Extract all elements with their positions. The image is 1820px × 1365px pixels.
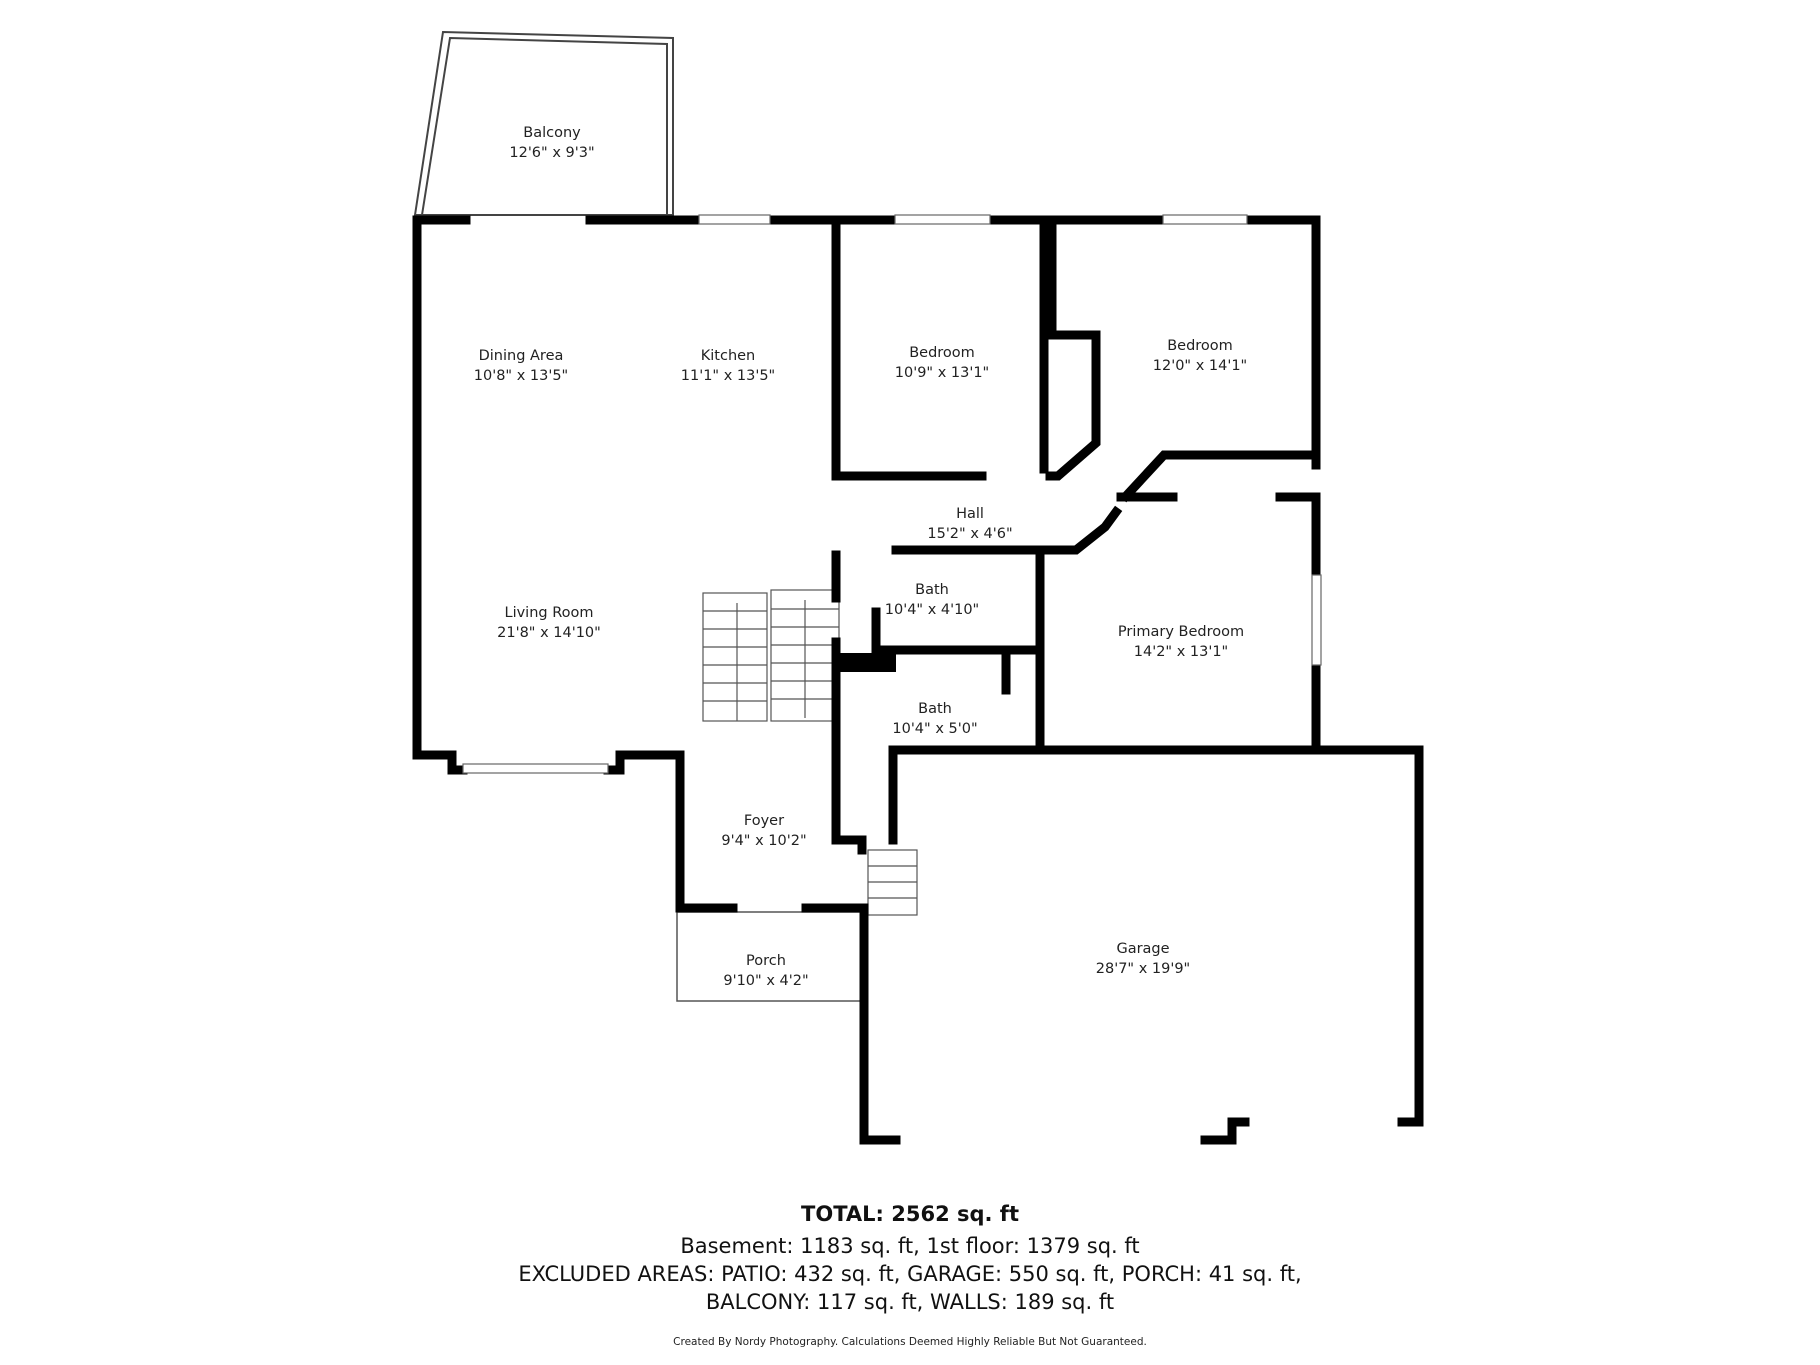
room-dims-primary-bedroom: 14'2" x 13'1" [1134, 644, 1228, 660]
room-dims-living: 21'8" x 14'10" [497, 625, 601, 641]
room-dims-garage: 28'7" x 19'9" [1096, 961, 1190, 977]
windows [462, 214, 1322, 774]
credit-line: Created By Nordy Photography. Calculatio… [673, 1336, 1147, 1348]
room-dims-dining: 10'8" x 13'5" [474, 368, 568, 384]
room-name-bedroom-2: Bedroom [1167, 338, 1233, 354]
walls [412, 215, 1424, 1145]
excluded-areas: EXCLUDED AREAS: PATIO: 432 sq. ft, GARAG… [518, 1262, 1302, 1286]
room-dims-hall: 15'2" x 4'6" [927, 526, 1012, 542]
room-name-garage: Garage [1116, 941, 1169, 957]
room-name-porch: Porch [746, 953, 786, 969]
room-name-dining: Dining Area [479, 348, 564, 364]
excluded-areas-cont: BALCONY: 117 sq. ft, WALLS: 189 sq. ft [705, 1290, 1115, 1314]
room-dims-kitchen: 11'1" x 13'5" [681, 368, 775, 384]
room-dims-bath-2: 10'4" x 5'0" [892, 721, 977, 737]
room-name-bath-1: Bath [915, 582, 949, 598]
room-dims-bedroom-1: 10'9" x 13'1" [895, 365, 989, 381]
room-name-kitchen: Kitchen [701, 348, 756, 364]
room-dims-porch: 9'10" x 4'2" [723, 973, 808, 989]
room-dims-foyer: 9'4" x 10'2" [721, 833, 806, 849]
floor-areas: Basement: 1183 sq. ft, 1st floor: 1379 s… [680, 1234, 1140, 1258]
room-dims-bath-1: 10'4" x 4'10" [885, 602, 979, 618]
room-name-balcony: Balcony [523, 125, 581, 141]
room-dims-bedroom-2: 12'0" x 14'1" [1153, 358, 1247, 374]
room-dims-balcony: 12'6" x 9'3" [509, 145, 594, 161]
stairs [702, 589, 918, 916]
room-name-bath-2: Bath [918, 701, 952, 717]
balcony-outline [413, 30, 674, 216]
room-name-living: Living Room [504, 605, 593, 621]
room-name-primary-bedroom: Primary Bedroom [1118, 624, 1244, 640]
utility-block [840, 653, 896, 672]
room-name-foyer: Foyer [744, 813, 784, 829]
total-area: TOTAL: 2562 sq. ft [801, 1202, 1019, 1226]
room-name-bedroom-1: Bedroom [909, 345, 975, 361]
room-name-hall: Hall [956, 506, 984, 522]
